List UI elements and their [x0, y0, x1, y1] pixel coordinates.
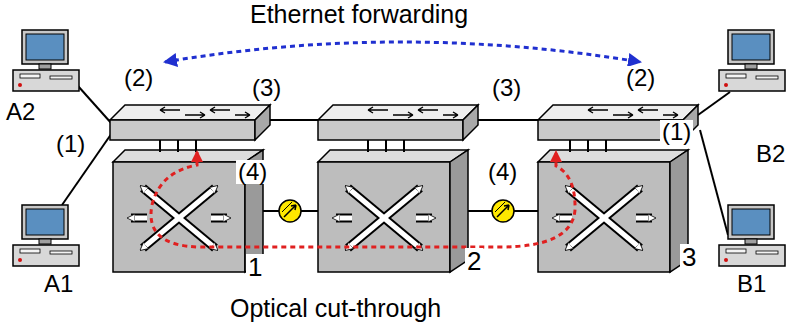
port-number: (4) — [486, 160, 519, 184]
computer-icon — [13, 205, 79, 266]
optical-switch — [318, 150, 468, 272]
node-label: A2 — [4, 100, 37, 124]
computer: A2 — [12, 30, 80, 92]
node-label: A1 — [42, 272, 75, 296]
computer: A1 — [12, 205, 80, 267]
node-label: B1 — [735, 272, 768, 296]
port-number: (1) — [660, 120, 693, 144]
node-label: 1 — [246, 254, 264, 280]
ethernet-path — [165, 42, 640, 62]
optical-switch: 3 — [538, 150, 688, 272]
port-number: (2) — [624, 66, 657, 90]
computer-icon — [719, 205, 785, 266]
optical-switch — [538, 150, 688, 272]
port-number: (3) — [490, 76, 523, 100]
amplifier-symbol — [492, 200, 514, 222]
node-label: 2 — [465, 248, 483, 274]
ethernet-switch — [318, 105, 478, 140]
caption-text: Optical cut-through — [228, 296, 443, 321]
optical-path — [151, 152, 575, 247]
node-label: B2 — [754, 142, 787, 166]
computer: B1 — [718, 205, 786, 267]
amplifier-symbol — [279, 200, 301, 222]
computer: B2 — [718, 30, 786, 92]
port-number: (3) — [250, 76, 283, 100]
port-number: (2) — [122, 66, 155, 90]
ethernet-switch — [110, 105, 270, 140]
port-number: (1) — [54, 132, 87, 156]
port-number: (4) — [236, 160, 269, 184]
node-label: 3 — [680, 244, 698, 270]
computer-icon — [719, 30, 785, 91]
caption-text: Ethernet forwarding — [248, 2, 470, 27]
switch-ports — [160, 140, 606, 152]
computer-icon — [13, 30, 79, 91]
optical-switch: 2 — [318, 150, 468, 272]
